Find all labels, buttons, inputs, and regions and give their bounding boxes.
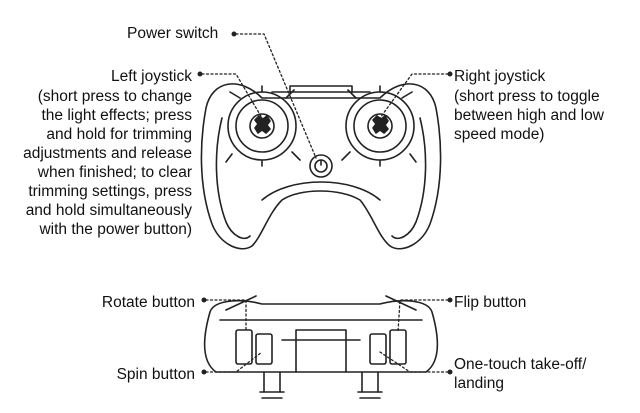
controller-front-view xyxy=(203,295,439,399)
controller-top-view xyxy=(200,83,442,250)
flip-button-label: Flip button xyxy=(454,294,527,311)
takeoff-button-icon xyxy=(369,333,387,365)
leader-left xyxy=(201,73,263,119)
leader-takeoff xyxy=(379,351,449,373)
controller-body-outline xyxy=(200,83,442,250)
rotate-button-label: Rotate button xyxy=(101,294,195,311)
leader-lines xyxy=(201,33,449,373)
one-touch-takeoff-label: One-touch take-off/ landing xyxy=(454,356,587,392)
rotate-button-icon xyxy=(235,329,253,365)
left-joystick-label: Left joystick xyxy=(111,68,192,85)
front-body-outline xyxy=(203,299,439,373)
left-joystick-description: (short press to change the light effects… xyxy=(23,88,192,238)
leader-dots xyxy=(197,31,453,375)
leader-rotate xyxy=(205,299,247,333)
right-joystick-label: Right joystick xyxy=(454,68,546,85)
power-switch-icon xyxy=(309,154,333,178)
right-joystick-description: (short press to toggle between high and … xyxy=(454,88,604,143)
spin-button-label: Spin button xyxy=(116,366,195,383)
left-joystick-icon xyxy=(225,85,301,167)
leader-spin xyxy=(205,351,263,373)
flip-button-icon xyxy=(389,329,407,365)
power-switch-label: Power switch xyxy=(127,25,219,42)
spin-button-icon xyxy=(255,333,273,365)
right-joystick-icon xyxy=(341,85,417,167)
leader-right xyxy=(379,73,449,119)
leader-power xyxy=(235,33,317,159)
leader-flip xyxy=(397,299,449,333)
